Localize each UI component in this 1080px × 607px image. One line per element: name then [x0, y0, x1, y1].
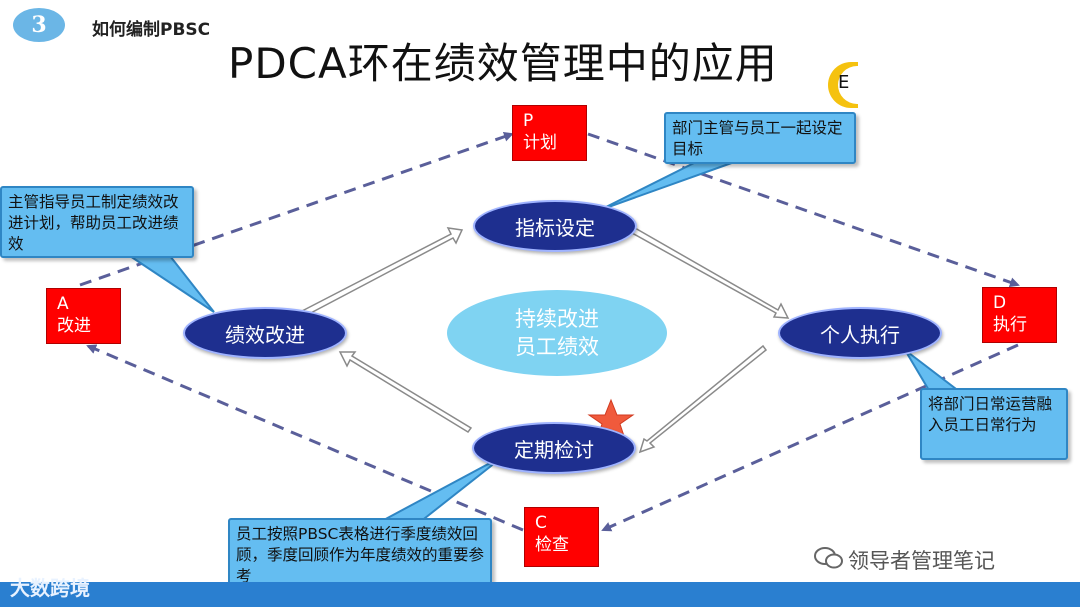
wechat-icon — [814, 547, 843, 569]
arrow-goal-to-exec — [630, 226, 790, 319]
phase-label-do: 执行 — [993, 315, 1027, 335]
callout-tail-do — [904, 349, 963, 393]
stage-improvement: 绩效改进 — [183, 307, 347, 359]
arrow-exec-to-review — [638, 344, 768, 454]
phase-box-check: C 检查 — [524, 507, 599, 567]
dashed-arrow-check-to-act — [86, 344, 524, 532]
dashed-arrow-do-to-check — [601, 343, 1019, 532]
phase-letter-do: D — [993, 293, 1007, 313]
phase-label-act: 改进 — [57, 316, 91, 336]
phase-letter-act: A — [57, 294, 69, 314]
phase-box-plan: P 计划 — [512, 105, 587, 161]
phase-box-act: A 改进 — [46, 288, 121, 344]
section-number-badge: 3 — [13, 8, 65, 42]
footer-logo: 大数跨境 — [10, 576, 90, 600]
callout-do: 将部门日常运营融入员工日常行为 — [920, 388, 1068, 460]
arrow-review-to-improve — [338, 351, 473, 433]
phase-letter-check: C — [535, 513, 547, 533]
callout-plan: 部门主管与员工一起设定目标 — [664, 112, 856, 164]
callout-act: 主管指导员工制定绩效改进计划，帮助员工改进绩效 — [0, 186, 194, 258]
arrow-improve-to-goal — [300, 227, 464, 317]
callout-tail-plan — [599, 159, 741, 211]
bottom-bar — [0, 582, 1080, 607]
phase-letter-plan: P — [523, 111, 534, 131]
stage-review: 定期检讨 — [472, 422, 636, 474]
center-line-1: 持续改进 — [515, 307, 599, 331]
page-title: PDCA环在绩效管理中的应用 — [228, 39, 778, 88]
center-line-2: 员工绩效 — [515, 335, 599, 359]
dashed-arrow-act-to-plan — [79, 131, 514, 287]
watermark-text: 领导者管理笔记 — [848, 549, 995, 573]
stage-goal-setting: 指标设定 — [473, 200, 637, 252]
phase-label-check: 检查 — [535, 535, 569, 555]
stage-execution: 个人执行 — [778, 307, 942, 359]
yellow-tab-inner — [838, 66, 858, 104]
phase-label-plan: 计划 — [523, 133, 557, 153]
callout-tail-check — [379, 454, 506, 523]
center-goal-oval: 持续改进 员工绩效 — [447, 290, 667, 376]
yellow-tab-glyph: E — [838, 72, 850, 93]
callout-check: 员工按照PBSC表格进行季度绩效回顾，季度回顾作为年度绩效的重要参考 — [228, 518, 492, 588]
phase-box-do: D 执行 — [982, 287, 1057, 343]
dashed-arrow-plan-to-do — [587, 132, 1020, 288]
section-title: 如何编制PBSC — [92, 20, 211, 40]
callout-tail-act — [126, 255, 215, 313]
